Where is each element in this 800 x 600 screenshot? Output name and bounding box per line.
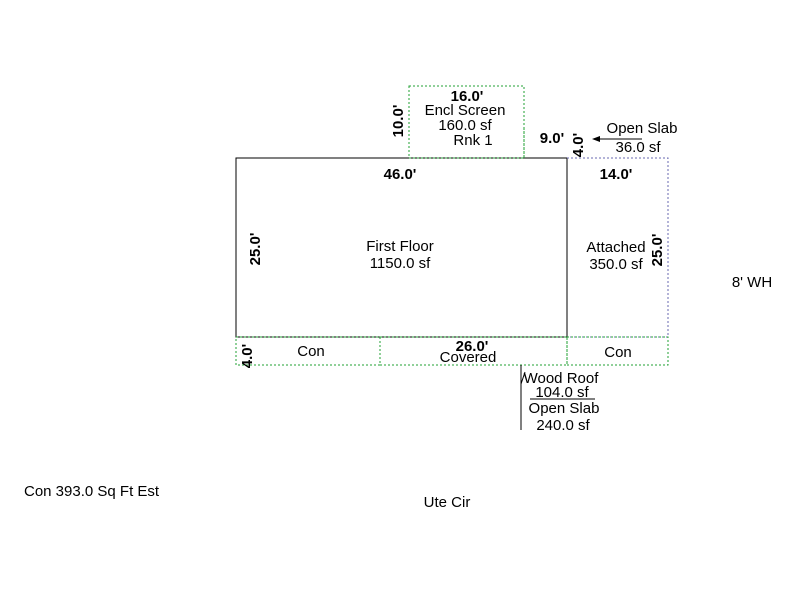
con-right-outline: [566, 336, 669, 366]
encl-screen-name: Encl Screen: [425, 102, 506, 119]
wood-roof-name: Wood Roof: [524, 370, 600, 387]
con-right-name: Con: [604, 344, 632, 361]
wood-roof-leader-tick: [520, 371, 526, 385]
encl-screen-rank: Rnk 1: [453, 132, 492, 149]
encl-screen-area: 160.0 sf: [438, 117, 492, 134]
attached-name: Attached: [586, 239, 645, 256]
wood-roof-area: 104.0 sf: [535, 384, 589, 401]
street-name: Ute Cir: [424, 494, 471, 511]
open-slab-top-area: 36.0 sf: [615, 139, 661, 156]
encl-screen-width: 16.0': [451, 88, 484, 105]
encl-screen-outline: [408, 85, 525, 159]
open-slab-arrow-head: [592, 136, 600, 142]
attached-width: 14.0': [600, 166, 633, 183]
con-left-depth: 4.0': [239, 344, 256, 368]
encl-screen-depth: 10.0': [390, 105, 407, 138]
water-heater-note: 8' WH: [732, 274, 772, 291]
open-slab-top-name: Open Slab: [607, 120, 678, 137]
attached-area: 350.0 sf: [589, 256, 643, 273]
attached-depth: 25.0': [649, 234, 666, 267]
con-estimate-note: Con 393.0 Sq Ft Est: [24, 483, 160, 500]
first-floor-name: First Floor: [366, 238, 434, 255]
first-floor-width: 46.0': [384, 166, 417, 183]
open-slab-top-depth: 4.0': [570, 133, 587, 157]
con-left-name: Con: [297, 343, 325, 360]
first-floor-depth: 25.0': [247, 233, 264, 266]
open-slab-bottom-name: Open Slab: [529, 400, 600, 417]
open-slab-bottom-area: 240.0 sf: [536, 417, 590, 434]
open-slab-top-width: 9.0': [540, 130, 564, 147]
covered-name: Covered: [440, 349, 497, 366]
covered-width: 26.0': [456, 338, 489, 355]
first-floor-area: 1150.0 sf: [370, 255, 431, 272]
